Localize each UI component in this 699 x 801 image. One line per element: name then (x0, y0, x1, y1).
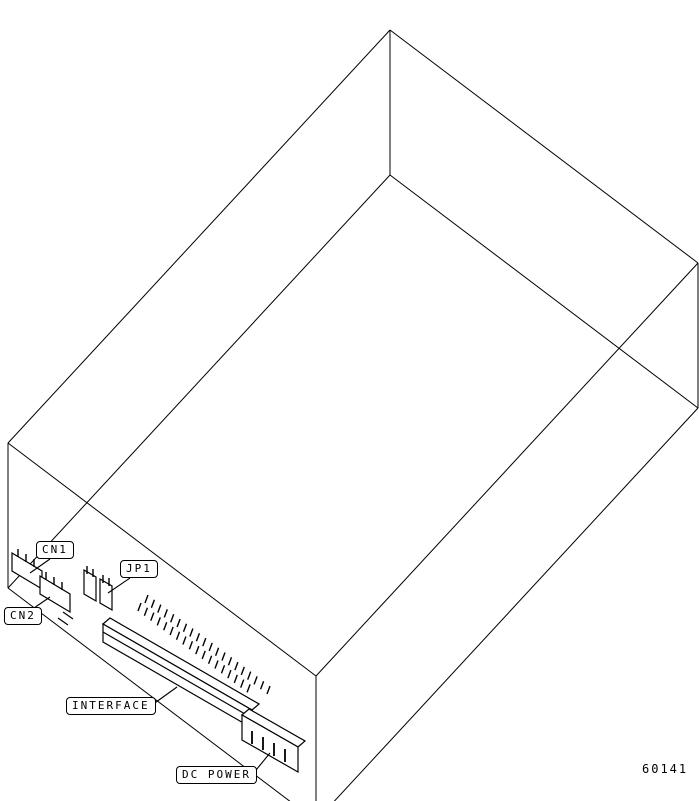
interface-pin-row-2 (137, 602, 251, 693)
edge-top-front-left (7, 442, 317, 677)
jp1-block-2 (99, 577, 113, 612)
cn2-pins (45, 572, 63, 590)
jp1-block-1 (83, 568, 97, 603)
figure-number: 60141 (642, 762, 689, 776)
cn2-body (39, 574, 71, 614)
label-cn1: CN1 (36, 541, 74, 559)
solder-pads (57, 611, 74, 626)
label-interface: INTERFACE (66, 697, 156, 715)
edge-bottom-front-left (7, 587, 291, 801)
edge-bottom-rear-left (7, 174, 391, 589)
jp1-pins (86, 566, 110, 586)
enclosure-wireframe (7, 29, 699, 801)
edge-top-left (7, 29, 391, 444)
leader-cn2 (33, 596, 51, 609)
edge-bottom-front-right (333, 407, 699, 801)
leader-cn1 (29, 558, 51, 574)
interface-pin-row-1 (144, 594, 271, 695)
interface-pins (137, 594, 271, 695)
leader-jp1 (107, 577, 131, 594)
edge-top-right (389, 29, 699, 264)
label-cn2: CN2 (4, 607, 42, 625)
leader-interface (151, 686, 178, 706)
dc-power-pins (251, 731, 286, 762)
interface-connector (101, 617, 261, 730)
cn2-connector (39, 572, 71, 614)
cn1-pins (17, 549, 35, 567)
dc-power-front-face (241, 713, 299, 774)
interface-slot-line (102, 631, 253, 719)
dc-power-connector (240, 708, 307, 774)
label-jp1: JP1 (120, 560, 158, 578)
jp1-jumper (83, 566, 113, 612)
edge-bottom-rear-right (389, 174, 699, 409)
label-dc-power: DC POWER (176, 766, 257, 784)
edge-top-front-right (315, 262, 699, 677)
